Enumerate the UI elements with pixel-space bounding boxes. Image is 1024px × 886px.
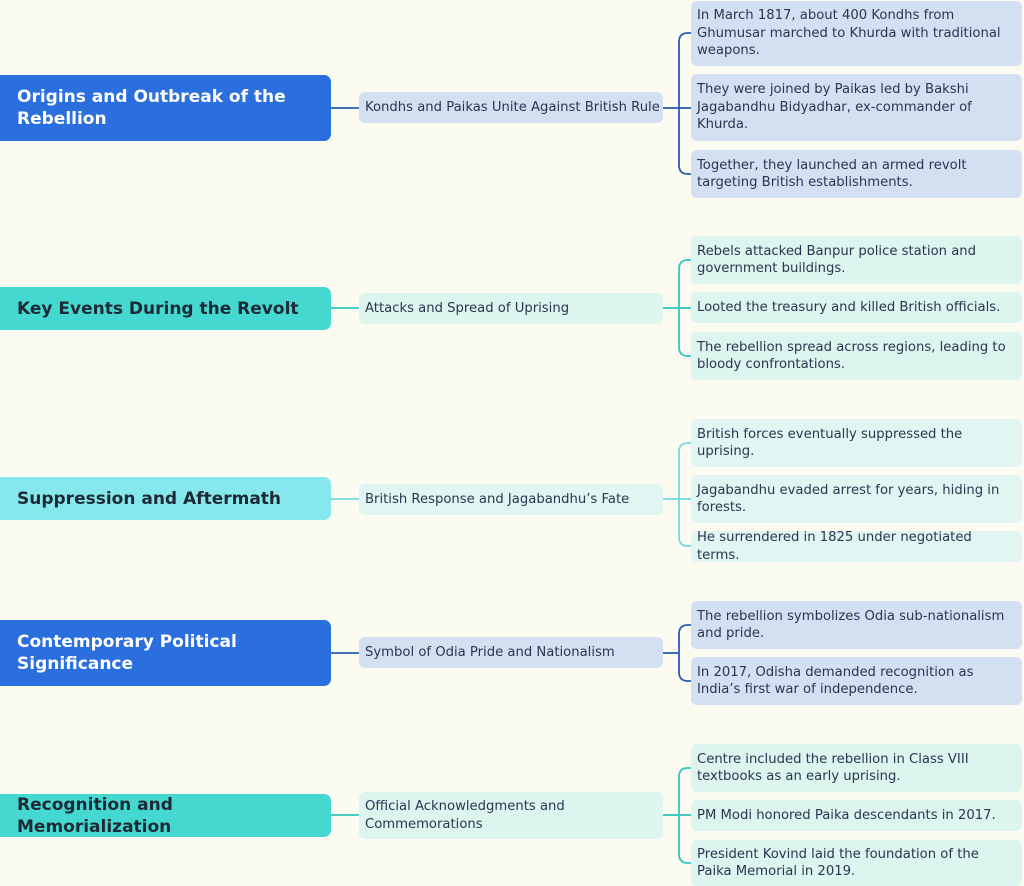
subtopic-label: Attacks and Spread of Uprising [365, 300, 570, 316]
point-recognition-1: Centre included the rebellion in Class V… [691, 744, 1022, 792]
subtopic-odia-pride: Symbol of Odia Pride and Nationalism [359, 637, 663, 668]
subtopic-label: Symbol of Odia Pride and Nationalism [365, 644, 615, 660]
connector-branch-to-point [678, 259, 691, 308]
connector-branch-to-point [678, 767, 691, 815]
point-text: Rebels attacked Banpur police station an… [697, 243, 977, 277]
topic-origins-outbreak: Origins and Outbreak of the Rebellion [0, 75, 331, 141]
point-recognition-2: PM Modi honored Paika descendants in 201… [691, 800, 1022, 831]
point-origins-1: In March 1817, about 400 Kondhs from Ghu… [691, 1, 1022, 66]
connector-branch-to-point [678, 815, 691, 864]
topic-title: Contemporary Political Significance [17, 632, 237, 674]
point-text: President Kovind laid the foundation of … [697, 846, 979, 880]
topic-key-events: Key Events During the Revolt [0, 287, 331, 330]
point-events-3: The rebellion spread across regions, lea… [691, 332, 1022, 380]
connector-branch-to-point [678, 442, 691, 499]
point-significance-2: In 2017, Odisha demanded recognition as … [691, 657, 1022, 705]
point-text: Jagabandhu evaded arrest for years, hidi… [697, 482, 1000, 516]
point-text: In March 1817, about 400 Kondhs from Ghu… [697, 8, 1001, 59]
connector-branch-to-point [678, 308, 691, 357]
topic-title: Suppression and Aftermath [17, 488, 282, 509]
subtopic-attacks-spread: Attacks and Spread of Uprising [359, 293, 663, 324]
subtopic-kondhs-paikas-unite: Kondhs and Paikas Unite Against British … [359, 92, 663, 123]
point-suppression-3: He surrendered in 1825 under negotiated … [691, 530, 1022, 563]
connector-branch-to-point [678, 653, 691, 682]
subtopic-label: British Response and Jagabandhu’s Fate [365, 491, 630, 507]
point-text: The rebellion symbolizes Odia sub-nation… [697, 608, 1005, 642]
point-text: Centre included the rebellion in Class V… [697, 751, 969, 785]
point-suppression-2: Jagabandhu evaded arrest for years, hidi… [691, 475, 1022, 523]
point-text: PM Modi honored Paika descendants in 201… [697, 807, 996, 823]
topic-title: Key Events During the Revolt [17, 298, 299, 319]
point-text: British forces eventually suppressed the… [697, 426, 963, 460]
subtopic-british-response: British Response and Jagabandhu’s Fate [359, 484, 663, 515]
point-significance-1: The rebellion symbolizes Odia sub-nation… [691, 601, 1022, 649]
connector-branch-to-point [678, 499, 691, 547]
topic-political-significance: Contemporary Political Significance [0, 620, 331, 686]
point-text: The rebellion spread across regions, lea… [697, 339, 1006, 373]
point-suppression-1: British forces eventually suppressed the… [691, 419, 1022, 467]
point-text: Together, they launched an armed revolt … [697, 157, 967, 191]
point-events-1: Rebels attacked Banpur police station an… [691, 236, 1022, 284]
point-recognition-3: President Kovind laid the foundation of … [691, 840, 1022, 886]
point-text: Looted the treasury and killed British o… [697, 299, 1001, 315]
connector-branch-to-point [678, 108, 691, 175]
topic-title: Recognition and Memorialization [17, 794, 173, 837]
point-text: They were joined by Paikas led by Bakshi… [697, 82, 972, 133]
subtopic-acknowledgments: Official Acknowledgments and Commemorati… [359, 792, 663, 839]
point-text: He surrendered in 1825 under negotiated … [697, 530, 972, 563]
subtopic-label: Official Acknowledgments and Commemorati… [365, 798, 565, 832]
point-origins-2: They were joined by Paikas led by Bakshi… [691, 74, 1022, 141]
point-origins-3: Together, they launched an armed revolt … [691, 150, 1022, 198]
topic-title: Origins and Outbreak of the Rebellion [17, 87, 286, 129]
connector-branch-to-point [678, 32, 691, 108]
point-events-2: Looted the treasury and killed British o… [691, 292, 1022, 323]
topic-recognition-memorialization: Recognition and Memorialization [0, 794, 331, 837]
topic-suppression-aftermath: Suppression and Aftermath [0, 477, 331, 520]
subtopic-label: Kondhs and Paikas Unite Against British … [365, 99, 660, 115]
point-text: In 2017, Odisha demanded recognition as … [697, 664, 974, 698]
connector-branch-to-point [678, 624, 691, 653]
